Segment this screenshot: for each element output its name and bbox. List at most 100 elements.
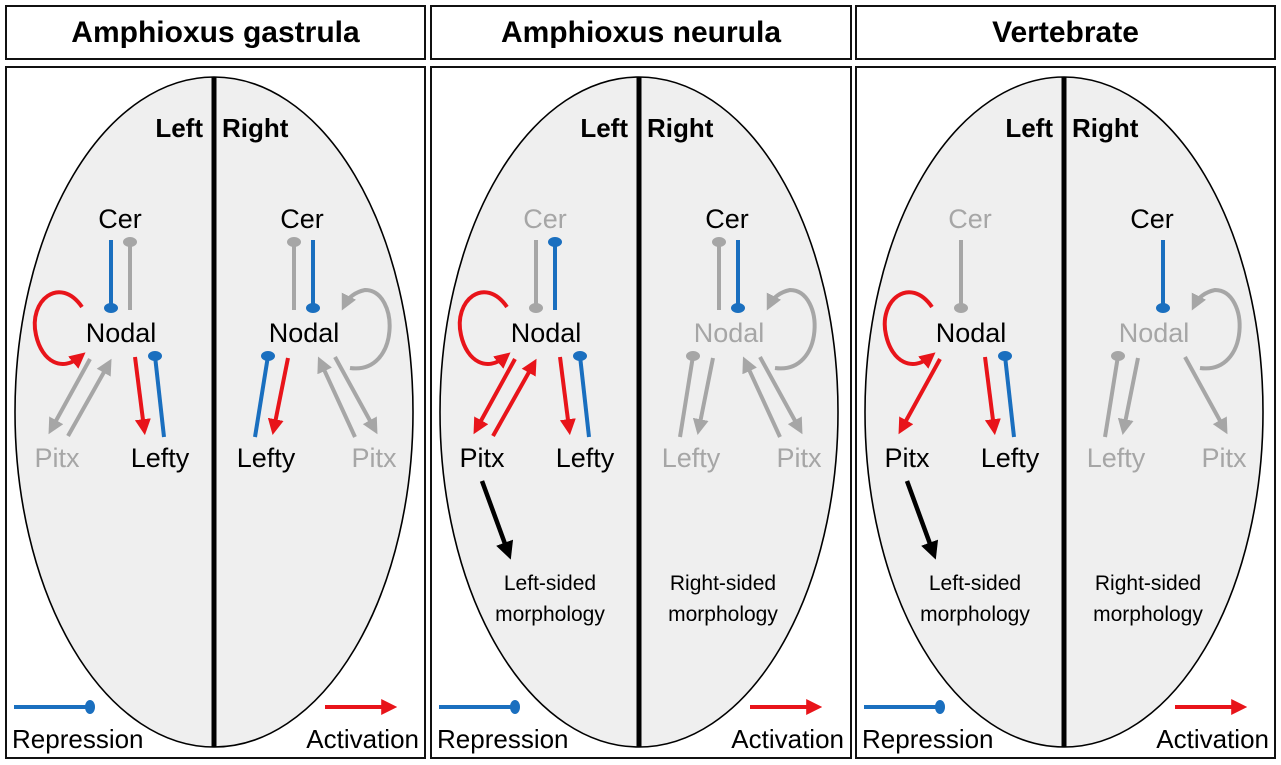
edge-left-pitx-to-nodal (491, 358, 537, 437)
left-nodal-node-label: Nodal (86, 318, 157, 348)
legend-repression-bar-end (935, 700, 945, 714)
left-side-label: Left (1005, 113, 1053, 143)
right-pitx-node-label: Pitx (1201, 443, 1247, 473)
edge-right-lefty-to-nodal (253, 355, 270, 438)
edge-left-nodal-to-lefty (133, 356, 151, 436)
edge-left-nodal-to-pitx (898, 358, 942, 435)
edge-left-pitx-to-nodal (66, 358, 112, 437)
panel-title: Amphioxus gastrula (71, 15, 360, 49)
edge-left-nodal-to-cer-bar-end (123, 237, 137, 247)
right-pitx-node-label: Pitx (351, 443, 397, 473)
right-lefty-node-label: Lefty (662, 443, 721, 473)
legend-activation-label: Activation (306, 724, 419, 754)
edge-left-lefty-to-nodal-bar-end (573, 351, 587, 361)
right-side-label: Right (222, 113, 289, 143)
edge-left-cer-to-nodal-bar-end (529, 303, 543, 313)
edge-right-cer-to-nodal-bar-end (306, 303, 320, 313)
legend-repression-label: Repression (12, 724, 144, 754)
edge-left-nodal-to-lefty (983, 356, 1001, 436)
edge-right-lefty-to-nodal-bar-end (1111, 351, 1125, 361)
panel-title-box-vertebrate: Vertebrate (855, 5, 1276, 60)
edge-right-nodal-to-nodal (766, 287, 817, 371)
edge-left-lefty-to-nodal (1003, 355, 1016, 438)
edge-left-pitx-to-morphology (479, 480, 514, 560)
left-lefty-node-label: Lefty (131, 443, 190, 473)
edge-right-nodal-to-nodal (341, 287, 392, 371)
edge-right-pitx-to-nodal (317, 356, 357, 438)
left-morphology-label: Left-sided (929, 572, 1021, 595)
right-nodal-node-label: Nodal (1119, 318, 1190, 348)
legend-activation-label: Activation (1156, 724, 1269, 754)
left-morphology-label: Left-sided (504, 572, 596, 595)
edge-left-pitx-to-morphology (904, 480, 939, 560)
edge-right-nodal-to-pitx (333, 356, 378, 435)
right-morphology-label: morphology (668, 603, 778, 626)
legend-activation-label: Activation (731, 724, 844, 754)
legend-repression-label: Repression (437, 724, 569, 754)
right-side-label: Right (1072, 113, 1139, 143)
edge-right-nodal-to-lefty (1117, 357, 1140, 436)
edge-left-lefty-to-nodal (153, 355, 166, 438)
edge-right-cer-to-nodal-bar-end (1156, 303, 1170, 313)
edge-left-nodal-to-nodal (882, 290, 936, 369)
right-cer-node-label: Cer (705, 204, 749, 234)
left-lefty-node-label: Lefty (556, 443, 615, 473)
edge-left-lefty-to-nodal-bar-end (998, 351, 1012, 361)
left-lefty-node-label: Lefty (981, 443, 1040, 473)
left-morphology-label: morphology (920, 603, 1030, 626)
right-morphology-label: Right-sided (670, 572, 776, 595)
right-nodal-node-label: Nodal (694, 318, 765, 348)
left-side-label: Left (580, 113, 628, 143)
panel-title-box-gastrula: Amphioxus gastrula (5, 5, 426, 60)
right-morphology-label: Right-sided (1095, 572, 1201, 595)
edge-left-cer-to-nodal-bar-end (104, 303, 118, 313)
edge-right-lefty-to-nodal (678, 355, 695, 438)
edge-left-nodal-to-nodal (32, 290, 86, 369)
right-cer-node-label: Cer (1130, 204, 1174, 234)
edge-right-lefty-to-nodal (1103, 355, 1120, 438)
edge-left-nodal-to-cer-bar-end (548, 237, 562, 247)
left-cer-node-label: Cer (948, 204, 992, 234)
edge-left-nodal-to-pitx (473, 358, 517, 435)
left-nodal-node-label: Nodal (936, 318, 1007, 348)
right-morphology-label: morphology (1093, 603, 1203, 626)
edge-right-cer-to-nodal-bar-end (731, 303, 745, 313)
edge-right-lefty-to-nodal-bar-end (261, 351, 275, 361)
edge-right-lefty-to-nodal-bar-end (686, 351, 700, 361)
legend-repression-label: Repression (862, 724, 994, 754)
panel-title: Vertebrate (992, 15, 1139, 49)
legend-repression-bar-end (510, 700, 520, 714)
left-pitx-node-label: Pitx (459, 443, 505, 473)
right-side-label: Right (647, 113, 714, 143)
edge-right-nodal-to-nodal (1191, 287, 1242, 371)
left-pitx-node-label: Pitx (884, 443, 930, 473)
edge-left-nodal-to-lefty (558, 356, 576, 436)
edge-left-nodal-to-pitx (48, 358, 92, 435)
edge-left-nodal-to-nodal (457, 290, 511, 369)
legend-repression-bar-end (85, 700, 95, 714)
right-cer-node-label: Cer (280, 204, 324, 234)
panel-title: Amphioxus neurula (500, 15, 782, 49)
left-side-label: Left (155, 113, 203, 143)
edge-right-nodal-to-cer-bar-end (712, 237, 726, 247)
edge-right-nodal-to-pitx (1183, 356, 1228, 435)
edge-left-cer-to-nodal-bar-end (954, 303, 968, 313)
edge-left-lefty-to-nodal (578, 355, 591, 438)
edge-right-nodal-to-pitx (758, 356, 803, 435)
left-nodal-node-label: Nodal (511, 318, 582, 348)
edge-right-nodal-to-lefty (692, 357, 715, 436)
left-morphology-label: morphology (495, 603, 605, 626)
left-cer-node-label: Cer (98, 204, 142, 234)
panel-title-box-neurula: Amphioxus neurula (430, 5, 852, 60)
edge-right-pitx-to-nodal (742, 356, 782, 438)
left-cer-node-label: Cer (523, 204, 567, 234)
left-pitx-node-label: Pitx (34, 443, 80, 473)
right-lefty-node-label: Lefty (1087, 443, 1146, 473)
right-nodal-node-label: Nodal (269, 318, 340, 348)
right-pitx-node-label: Pitx (776, 443, 822, 473)
right-lefty-node-label: Lefty (237, 443, 296, 473)
